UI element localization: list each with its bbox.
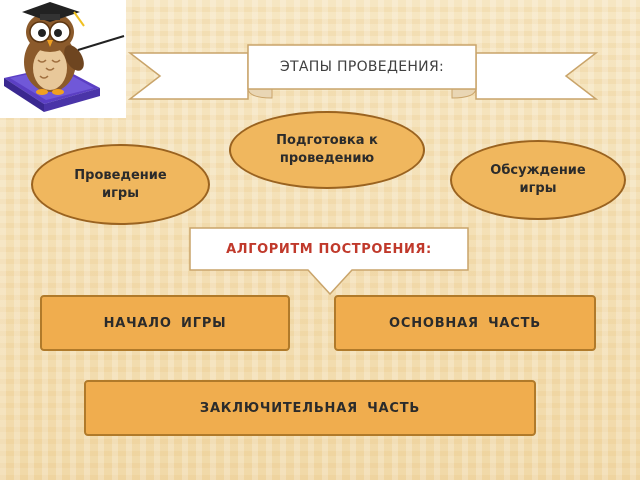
owl-teacher-icon [4,2,125,112]
owl-mascot-panel [0,0,126,118]
stage-oval-discussion: Обсуждение игры [450,140,626,220]
stage-label-discussion: Обсуждение игры [490,163,586,196]
algorithm-box-main: ОСНОВНАЯ ЧАСТЬ [334,295,596,351]
algorithm-heading: АЛГОРИТМ ПОСТРОЕНИЯ: [226,241,432,257]
algorithm-label-main: ОСНОВНАЯ ЧАСТЬ [389,315,541,331]
algorithm-label-start: НАЧАЛО ИГРЫ [103,315,227,331]
algorithm-box-final: ЗАКЛЮЧИТЕЛЬНАЯ ЧАСТЬ [84,380,536,436]
stage-label-conduct: Проведение игры [74,167,167,201]
algorithm-box-start: НАЧАЛО ИГРЫ [40,295,290,351]
stage-label-preparation: Подготовка к проведению [276,133,378,166]
stage-oval-preparation: Подготовка к проведению [229,111,425,189]
algorithm-label-final: ЗАКЛЮЧИТЕЛЬНАЯ ЧАСТЬ [199,400,421,416]
page-title: ЭТАПЫ ПРОВЕДЕНИЯ: [279,59,444,75]
stage-oval-conduct: Проведение игры [31,144,210,225]
